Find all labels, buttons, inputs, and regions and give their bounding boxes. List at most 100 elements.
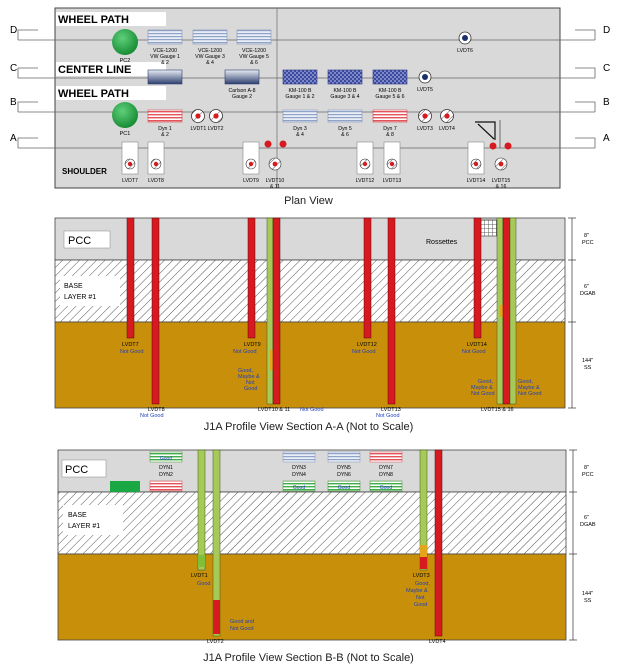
svg-text:KM-100 B: KM-100 B — [333, 88, 357, 94]
center-gauge-icon — [147, 69, 183, 85]
letter-c-right: C — [603, 63, 610, 74]
plan-view-caption: Plan View — [284, 195, 333, 207]
aa-subgrade-layer — [54, 321, 566, 409]
svg-text:Dyn 3: Dyn 3 — [293, 126, 307, 132]
aa-lvdt11-status: Not Good — [300, 407, 324, 413]
dyn-7-8-icon — [372, 109, 408, 123]
bb-lvdt4-rod — [434, 449, 443, 637]
aa-base-label-2: LAYER #1 — [64, 294, 96, 301]
aa-lvdt16-status-2: Maybe & — [518, 385, 540, 391]
aa-lvdt15-16-label: LVDT15 & 16 — [481, 407, 514, 413]
vw-gauge-1-icon — [147, 29, 183, 45]
svg-text:VW Gauge 3: VW Gauge 3 — [195, 54, 225, 60]
bb-base-label-2: LAYER #1 — [68, 523, 100, 530]
letter-b-left: B — [10, 97, 17, 108]
bb-base-layer — [57, 491, 567, 555]
svg-text:LVDT14: LVDT14 — [467, 178, 486, 184]
svg-text:VCE-1200: VCE-1200 — [153, 48, 177, 54]
bb-lvdt1-rod — [197, 449, 206, 571]
aa-lvdt16-status-3: Not Good — [518, 391, 542, 397]
lvdt5-label: LVDT5 — [417, 87, 433, 93]
pc1-label: PC1 — [120, 131, 131, 137]
lvdt8-rod — [151, 217, 160, 405]
center-line-label: CENTER LINE — [58, 64, 131, 76]
aa-lvdt9-label: LVDT9 — [244, 342, 261, 348]
carlson-label: Carlson A-8 — [228, 88, 255, 94]
svg-text:8": 8" — [584, 233, 589, 239]
bb-depth-ss: SS — [584, 598, 592, 604]
svg-text:Good: Good — [160, 456, 172, 462]
svg-text:& 16: & 16 — [496, 184, 507, 190]
bb-lvdt1-status: Good — [197, 581, 210, 587]
vw-gauge-3-icon — [236, 29, 272, 45]
lvdt1-2-label: LVDT1 LVDT2 — [191, 126, 224, 132]
bb-lvdt3-status-3: Not — [416, 595, 425, 601]
aa-depth-pcc: PCC — [582, 240, 594, 246]
section-bb-caption: J1A Profile View Section B-B (Not to Sca… — [203, 652, 414, 664]
bb-dyn1-2-icon — [149, 451, 183, 463]
bb-lvdt2-label: LVDT2 — [207, 639, 224, 645]
bb-lvdt2-rod — [212, 449, 221, 637]
svg-text:DYN7: DYN7 — [379, 465, 393, 471]
aa-lvdt10-11-label: LVDT10 & 11 — [258, 407, 290, 413]
aa-lvdt7-status: Not Good — [120, 349, 144, 355]
aa-lvdt14-status: Not Good — [462, 349, 486, 355]
svg-text:LVDT9: LVDT9 — [243, 178, 259, 184]
svg-text:144": 144" — [582, 358, 593, 364]
bb-lvdt1-label: LVDT1 — [191, 573, 208, 579]
svg-text:& 11: & 11 — [270, 184, 280, 190]
svg-text:DYN8: DYN8 — [379, 472, 393, 478]
pc2-label: PC2 — [120, 58, 131, 64]
letter-d-right: D — [603, 25, 610, 36]
pc1-sensor-icon — [112, 102, 138, 128]
svg-text:Dyn 5: Dyn 5 — [338, 126, 352, 132]
km-gauge-1-icon — [282, 69, 318, 85]
svg-text:KM-100 B: KM-100 B — [288, 88, 312, 94]
aa-depth-dimensions — [568, 217, 576, 409]
bb-depth-dimensions — [569, 449, 577, 641]
lvdt6-label: LVDT6 — [457, 48, 473, 54]
bb-base-label-1: BASE — [68, 512, 87, 519]
aa-pcc-label: PCC — [68, 235, 91, 247]
svg-text:Dyn 1: Dyn 1 — [158, 126, 172, 132]
plan-view: D D C C B B A A WHEEL PATH CENTER LINE W… — [10, 7, 610, 190]
carlson-gauge-icon — [224, 69, 260, 85]
lvdt14-rod — [473, 217, 482, 339]
svg-text:Good: Good — [338, 485, 350, 491]
svg-text:8": 8" — [584, 465, 589, 471]
svg-text:& 2: & 2 — [161, 132, 169, 138]
aa-lvdt12-label: LVDT12 — [357, 342, 377, 348]
svg-text:& 8: & 8 — [386, 132, 394, 138]
aa-lvdt8-status: Not Good — [140, 413, 164, 419]
svg-text:DYN6: DYN6 — [337, 472, 351, 478]
shoulder-label: SHOULDER — [62, 167, 107, 176]
bb-dyn3-4-icon — [282, 451, 316, 463]
bb-lvdt3-rod — [419, 449, 428, 571]
svg-text:VCE-1200: VCE-1200 — [242, 48, 266, 54]
bb-rods — [197, 449, 443, 637]
svg-text:144": 144" — [582, 591, 593, 597]
bb-lvdt3-label: LVDT3 — [413, 573, 430, 579]
bb-green-gauge-icon — [110, 481, 140, 492]
aa-lvdt15-status-3: Not Good — [471, 391, 495, 397]
aa-lvdt14-label: LVDT14 — [467, 342, 487, 348]
letter-a-left: A — [10, 133, 17, 144]
svg-text:Gauge 1 & 2: Gauge 1 & 2 — [285, 94, 314, 100]
bb-pcc-label: PCC — [65, 464, 88, 476]
aa-lvdt10-status-4: Good — [244, 386, 257, 392]
svg-text:KM-100 B: KM-100 B — [378, 88, 402, 94]
svg-text:Good: Good — [293, 485, 305, 491]
aa-depth-ss: SS — [584, 365, 592, 371]
dyn-5-6-icon — [327, 109, 363, 123]
lvdt7-rod — [126, 217, 135, 339]
aa-lvdt13-label: LVDT13 — [381, 407, 401, 413]
bb-lvdt3-status-4: Good — [414, 602, 427, 608]
svg-text:DYN2: DYN2 — [159, 472, 173, 478]
km-gauge-3-icon — [372, 69, 408, 85]
lvdt16b-rod — [509, 217, 517, 405]
bb-lvdt2-status-1: Good and — [230, 619, 254, 625]
svg-text:Gauge 5 & 6: Gauge 5 & 6 — [375, 94, 404, 100]
svg-text:VW Gauge 1: VW Gauge 1 — [150, 54, 180, 60]
lvdt11-rod — [272, 217, 281, 405]
